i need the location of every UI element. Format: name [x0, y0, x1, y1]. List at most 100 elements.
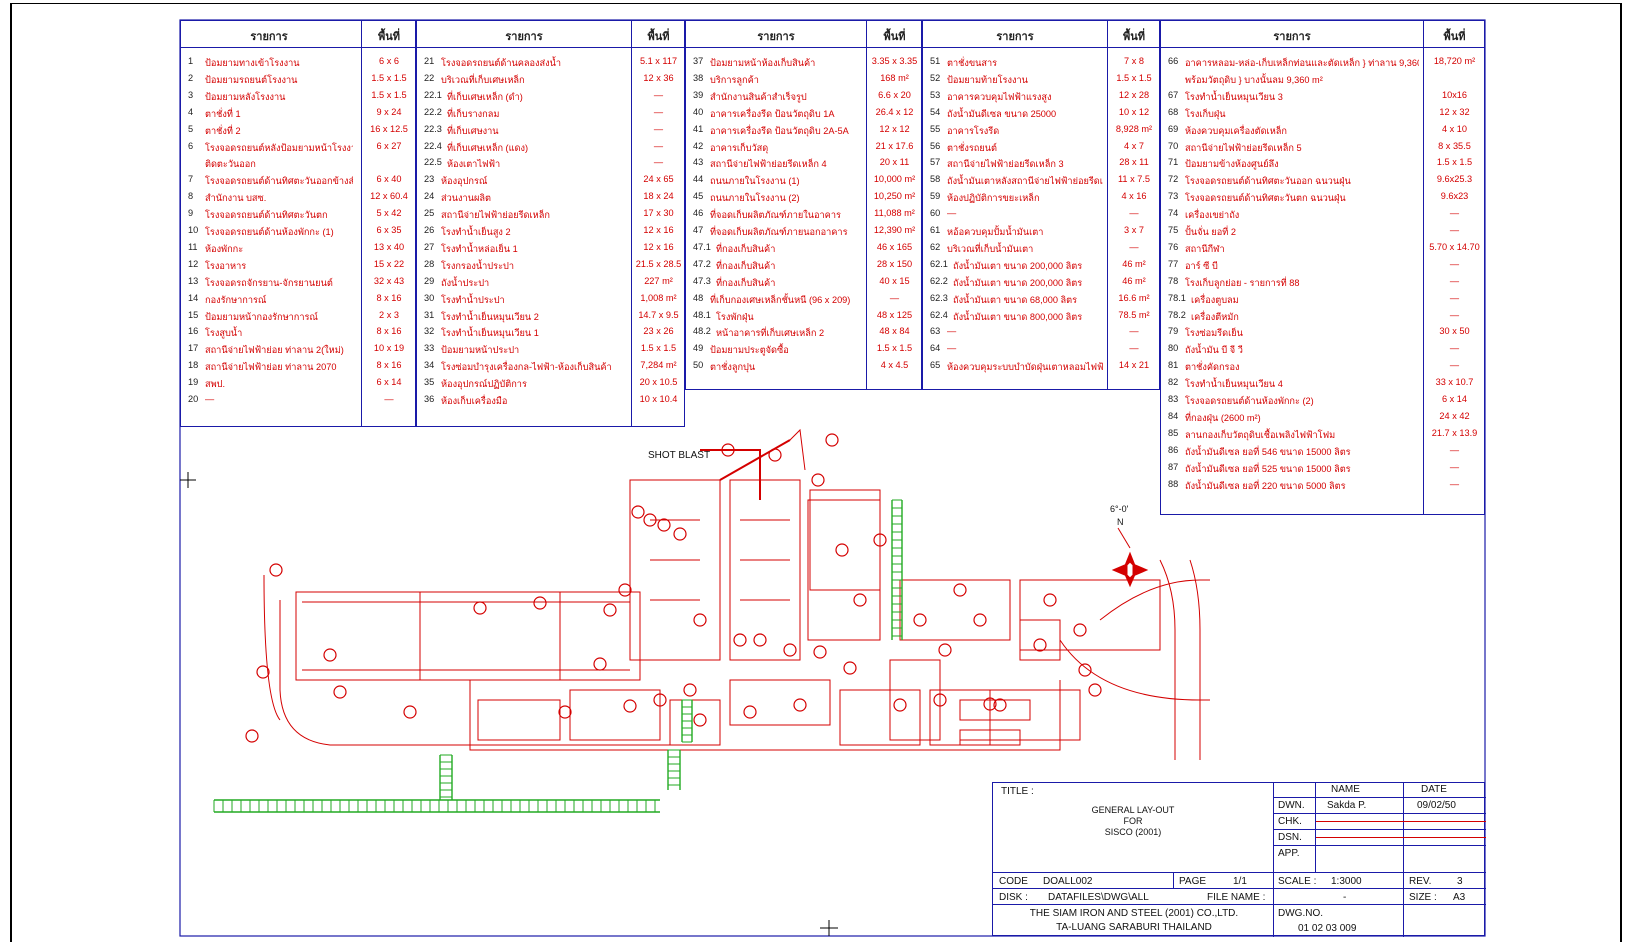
- legend-item-number: 14: [188, 292, 199, 303]
- legend-item-area: 20 x 11: [879, 157, 910, 168]
- legend-item-number: 62.3: [930, 292, 948, 303]
- plan-marker-circle: [657, 518, 671, 532]
- legend-item-description: ป้อมยามข้างห้องศูนย์ลึง: [1185, 159, 1279, 170]
- legend-item-number: 60: [930, 208, 941, 219]
- legend-item-area: 18,720 m²: [1433, 56, 1476, 66]
- legend-item-area: 18 x 24: [643, 191, 674, 202]
- legend-item-description: ป้อมยามหลังโรงงาน: [205, 91, 286, 102]
- legend-item-area: 23 x 26: [643, 326, 674, 337]
- legend-item-description: หน้าอาคารที่เก็บเศษเหล็ก 2: [716, 328, 825, 339]
- legend-item-number: 78: [1168, 275, 1179, 286]
- legend-item-area: —: [1449, 478, 1460, 489]
- plan-marker-circle: [983, 697, 997, 711]
- legend-item-area: 15 x 22: [373, 258, 405, 269]
- legend-item-number: 85: [1168, 427, 1179, 438]
- legend-item-area: 10,250 m²: [873, 191, 916, 202]
- sheet-border: [10, 3, 1622, 942]
- plan-marker-circle: [623, 699, 637, 713]
- legend-header-area: พื้นที่: [647, 30, 670, 43]
- legend-item-number: 22.2: [424, 106, 442, 117]
- legend-item-description: โรงจอดรถยนต์ด้านคลองส่งน้ำ: [441, 58, 562, 68]
- legend-item-area: —: [1449, 360, 1460, 371]
- legend-item-description: โรงทำน้ำประปา: [441, 294, 505, 305]
- legend-item-description: ตาชั่งขนสาร: [947, 58, 998, 68]
- legend-header-area: พื้นที่: [377, 30, 401, 43]
- legend-header: รายการพื้นที่: [923, 21, 1159, 48]
- legend-item-description: ติดตะวันออก: [205, 159, 256, 170]
- legend-item-area: —: [1129, 208, 1139, 219]
- legend-item-area: —: [653, 89, 664, 100]
- plan-marker-circle: [933, 693, 947, 707]
- legend-header: รายการพื้นที่: [181, 21, 415, 48]
- plan-marker-circle: [1033, 638, 1047, 652]
- legend-item-description: โรงจอดรถยนต์ด้านทิศตะวันออกข้างสำนักงาน: [205, 176, 353, 187]
- legend-item-description: ป้อมยามประตูจัดซื้อ: [710, 345, 789, 356]
- legend-item-description: โรงซ่อมบำรุงเครื่องกล-ไฟฟ้า-ห้องเก็บสินค…: [441, 362, 612, 373]
- legend-item-description: สถานีกีฬา: [1185, 243, 1225, 254]
- legend-item-description: สถานีจ่ายไฟฟ้าย่อย ท่าลาน 2070: [205, 362, 337, 373]
- legend-item-number: 37: [693, 56, 704, 66]
- legend-item-description: ห้องอุปกรณ์: [441, 176, 488, 187]
- legend-item-number: 6: [188, 140, 194, 151]
- legend-item-description: ที่จอดเก็บผลิตภัณฑ์ภายในอาคาร: [710, 210, 841, 221]
- legend-item-area: —: [653, 140, 664, 151]
- legend-item-area: —: [1449, 258, 1460, 269]
- legend-item-area: 1.5 x 1.5: [371, 89, 407, 100]
- plan-marker-circle: [643, 513, 657, 527]
- legend-item-number: 22.4: [424, 140, 442, 151]
- legend-item-number: 47: [693, 225, 704, 235]
- legend-item-area: 48 x 125: [876, 309, 913, 320]
- plan-marker-circle: [938, 643, 952, 657]
- legend-item-description: ตาชั่งคัดกรอง: [1185, 362, 1240, 373]
- legend-item-number: 54: [930, 106, 941, 117]
- legend-header-area: พื้นที่: [1443, 30, 1466, 43]
- plan-marker-circle: [721, 443, 735, 457]
- legend-item-area: 6 x 40: [376, 174, 402, 185]
- plan-marker-circle: [269, 563, 283, 577]
- legend-item-area: 14 x 21: [1118, 360, 1150, 371]
- drawn-by-name: Sakda P.: [1327, 800, 1367, 811]
- plan-marker-circle: [853, 593, 867, 607]
- legend-item-area: 40 x 15: [879, 275, 910, 286]
- legend-item-area: 21 x 17.6: [875, 140, 914, 151]
- legend-item-number: 66: [1168, 56, 1179, 66]
- legend-item-description: เครื่องตีหมัก: [1191, 311, 1239, 322]
- code-label: CODE: [999, 876, 1028, 887]
- legend-item-description: ถนนภายในโรงงาน (1): [710, 176, 800, 187]
- legend-item-number: 22.1: [424, 89, 442, 100]
- legend-item-description: ถังน้ำมันดีเซล ยอที่ 525 ขนาด 15000 ลิตร: [1185, 463, 1351, 474]
- legend-item-number: 41: [693, 123, 704, 134]
- legend-item-number: 26: [424, 225, 435, 235]
- legend-item-number: 76: [1168, 241, 1179, 252]
- plan-marker-circle: [333, 685, 347, 699]
- dwg-no-label: DWG.NO.: [1278, 908, 1323, 919]
- legend-item-number: 67: [1168, 89, 1179, 100]
- plan-marker-circle: [793, 698, 807, 712]
- legend-item-area: 46 x 165: [876, 241, 913, 252]
- plan-marker-circle: [768, 448, 782, 462]
- legend-item-description: อาคารเครื่องรีด ป้อนวัตถุดิบ 1A: [710, 108, 835, 119]
- north-symbol: N: [1117, 517, 1124, 527]
